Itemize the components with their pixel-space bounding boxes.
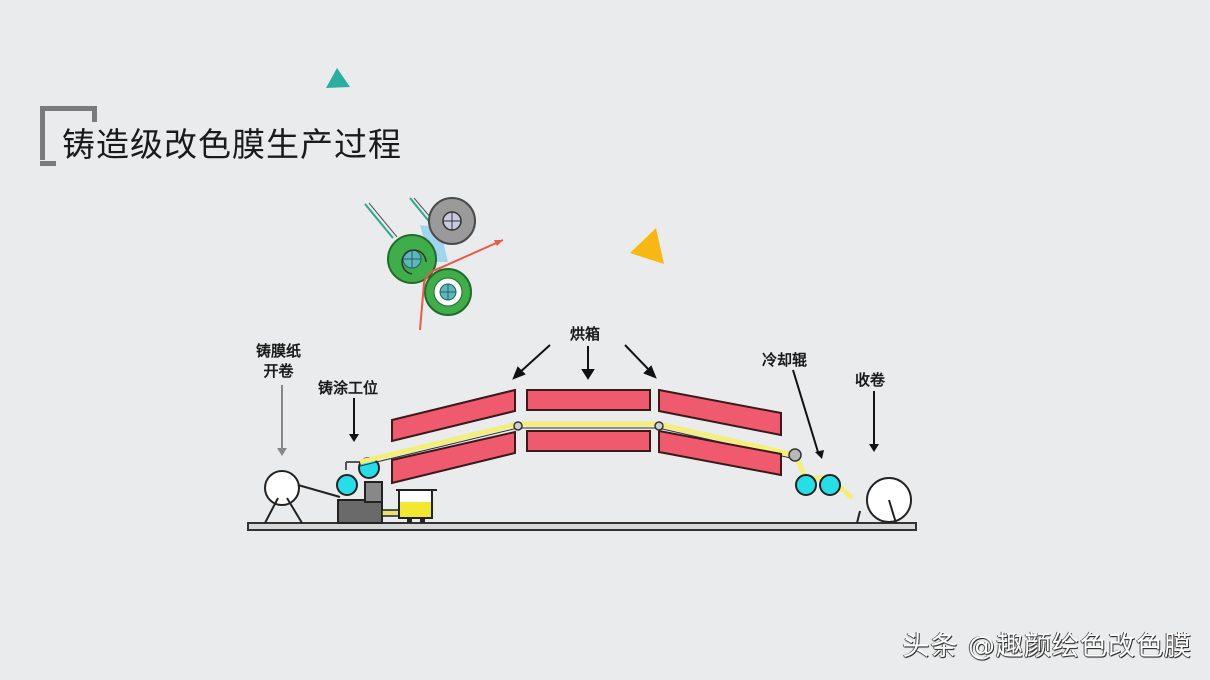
teal-triangle-icon	[326, 68, 350, 88]
rewind-roll	[856, 477, 912, 524]
coating-station	[297, 457, 437, 524]
coating-roller-detail	[364, 197, 504, 331]
unwind-roll	[264, 470, 303, 524]
label-coating-station: 铸涂工位	[318, 379, 379, 397]
oven-boxes	[391, 388, 782, 485]
page-title: 铸造级改色膜生产过程	[62, 125, 402, 164]
chill-roll-arrow	[792, 369, 819, 453]
title-bracket-decoration	[40, 106, 97, 166]
label-oven: 烘箱	[570, 325, 601, 343]
label-chill-roll: 冷却辊	[762, 351, 808, 369]
label-unwind-line2: 开卷	[263, 362, 294, 380]
label-unwind-line1: 铸膜纸	[256, 342, 302, 360]
label-rewind: 收卷	[855, 371, 886, 389]
label-unwind: 铸膜纸 开卷	[256, 341, 301, 381]
oven-arrows	[512, 344, 657, 380]
watermark: 头条 @趣颜绘色改色膜	[902, 631, 1192, 662]
orange-triangle-icon	[630, 228, 664, 264]
machine-base	[247, 522, 917, 531]
chill-rolls	[788, 448, 841, 496]
